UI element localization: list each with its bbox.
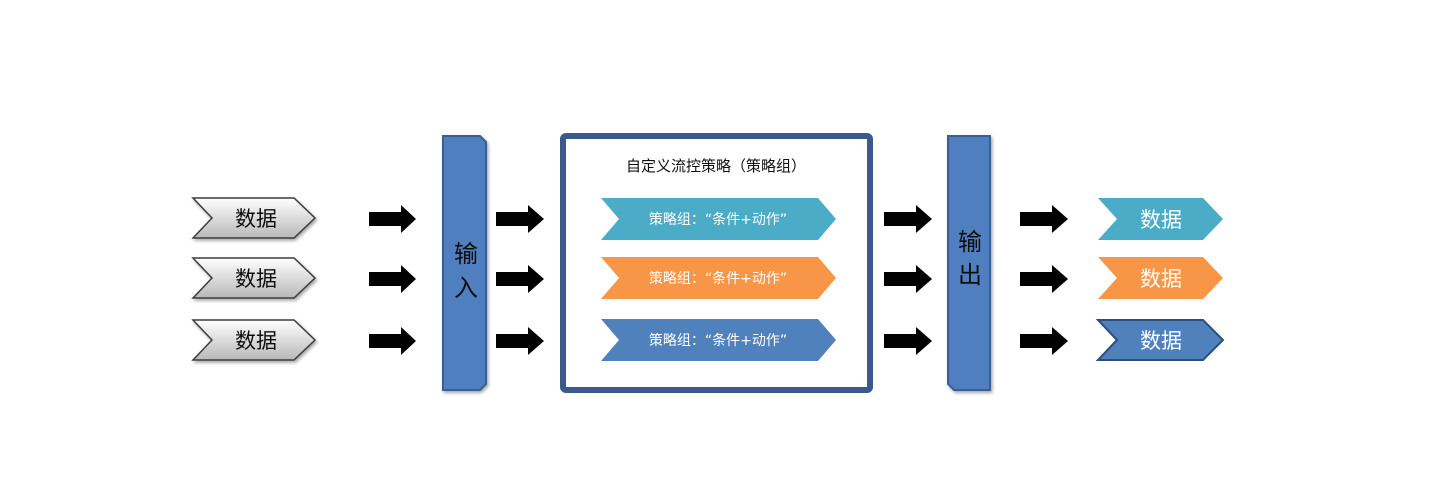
right-arrow-icon: [1020, 205, 1068, 233]
output-data-item-1: 数据: [1098, 198, 1223, 240]
input-data-label: 数据: [235, 267, 277, 291]
right-arrow-icon: [369, 205, 416, 233]
output-data-label: 数据: [1140, 267, 1182, 291]
strategy-group-2: 策略组：“条件+动作”: [601, 257, 836, 299]
arrow-group-4: [1020, 205, 1068, 355]
input-data-label: 数据: [235, 207, 277, 231]
input-data-item-3: 数据: [191, 319, 317, 361]
input-bar: 输 入: [442, 135, 487, 391]
output-bar-label-line2: 出: [958, 261, 982, 289]
output-bar-label-line1: 输: [958, 228, 982, 256]
input-bar-label-line1: 输: [454, 240, 478, 268]
input-data-item-2: 数据: [191, 257, 317, 299]
strategy-group-label: 策略组：“条件+动作”: [649, 211, 787, 228]
output-bar: 输 出: [947, 135, 991, 391]
input-data-item-1: 数据: [191, 197, 317, 239]
strategy-group-1: 策略组：“条件+动作”: [601, 198, 836, 240]
strategy-group-label: 策略组：“条件+动作”: [649, 332, 787, 349]
strategy-group-3: 策略组：“条件+动作”: [601, 319, 836, 361]
strategy-group-label: 策略组：“条件+动作”: [649, 270, 787, 287]
right-arrow-icon: [1020, 265, 1068, 293]
output-data-item-2: 数据: [1098, 257, 1223, 299]
input-data-label: 数据: [235, 329, 277, 353]
right-arrow-icon: [1020, 327, 1068, 355]
right-arrow-icon: [496, 327, 544, 355]
strategy-box: 自定义流控策略（策略组） 策略组：“条件+动作” 策略组：“条件+动作” 策略组…: [560, 133, 873, 393]
output-data-label: 数据: [1140, 208, 1182, 232]
output-data-item-3: 数据: [1095, 319, 1225, 361]
right-arrow-icon: [884, 327, 932, 355]
right-arrow-icon: [496, 265, 544, 293]
arrow-group-3: [884, 205, 932, 355]
right-arrow-icon: [496, 205, 544, 233]
right-arrow-icon: [884, 205, 932, 233]
right-arrow-icon: [369, 327, 416, 355]
arrow-group-2: [496, 205, 544, 355]
arrow-group-1: [369, 205, 416, 355]
strategy-box-title: 自定义流控策略（策略组）: [626, 157, 806, 175]
output-data-label: 数据: [1140, 329, 1182, 353]
input-bar-label-line2: 入: [454, 274, 478, 302]
right-arrow-icon: [369, 265, 416, 293]
right-arrow-icon: [884, 265, 932, 293]
